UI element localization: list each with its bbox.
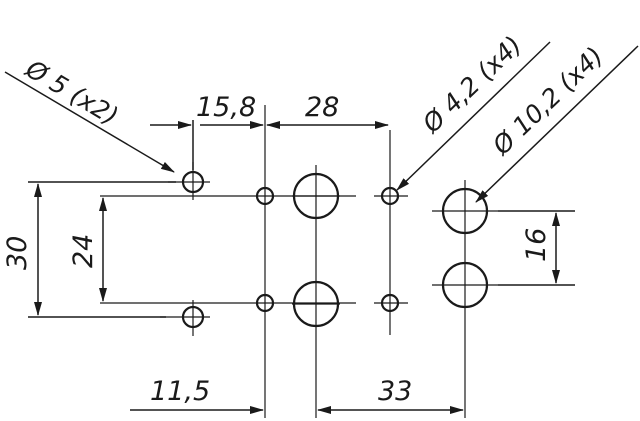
- label-16: 16: [521, 228, 552, 262]
- dimension-33: 33: [317, 376, 464, 414]
- label-24: 24: [68, 234, 99, 268]
- dimension-28: 28: [266, 92, 389, 129]
- dimension-16: 16: [498, 210, 575, 286]
- leader-d5: Ø 5 (x2): [4, 54, 175, 173]
- label-28: 28: [305, 92, 339, 123]
- dimension-15-8: 15,8: [150, 92, 264, 170]
- label-33: 33: [378, 376, 412, 407]
- label-15-8: 15,8: [196, 92, 256, 123]
- label-30: 30: [2, 236, 33, 270]
- label-d5: Ø 5 (x2): [20, 54, 123, 131]
- label-11-5: 11,5: [150, 376, 210, 407]
- dimension-11-5: 11,5: [130, 376, 264, 414]
- center-lines: [100, 105, 498, 418]
- dimension-24: 24: [68, 197, 107, 302]
- dimension-30: 30: [2, 181, 176, 318]
